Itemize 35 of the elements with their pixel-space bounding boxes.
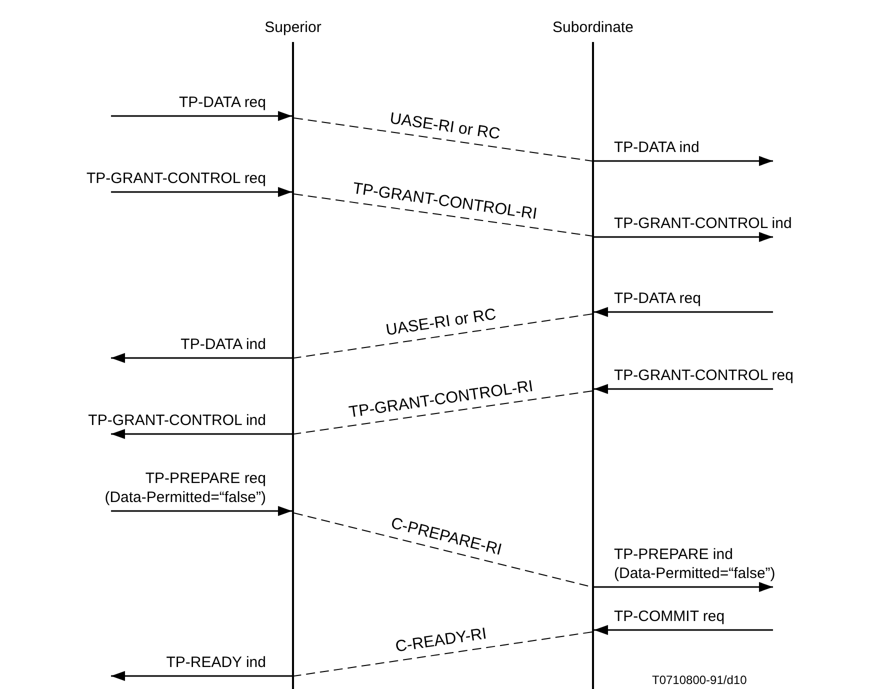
edge-label: UASE-RI or RC (388, 110, 502, 144)
arrow (111, 429, 292, 439)
edge-label: TP-DATA req (614, 289, 701, 308)
arrow (111, 111, 292, 121)
edge-label: C-READY-RI (394, 626, 488, 657)
arrow (111, 671, 292, 681)
connector-line (294, 194, 592, 236)
arrow (594, 582, 773, 592)
arrow (594, 384, 773, 394)
arrow (111, 353, 292, 363)
arrow (111, 506, 292, 516)
lifeline-heading: Superior (264, 19, 322, 36)
connector-line (294, 632, 592, 676)
lifeline-heading: Subordinate (552, 19, 634, 36)
arrow (111, 187, 292, 197)
arrow (594, 307, 773, 317)
edge-label: TP-GRANT-CONTROL req (614, 366, 794, 385)
arrow (594, 156, 773, 166)
connector-line (294, 390, 592, 434)
connector-line (294, 314, 592, 358)
edge-label: TP-DATA req (179, 93, 266, 112)
connector-line (294, 118, 592, 162)
arrow (594, 625, 773, 635)
edge-label: TP-DATA ind (614, 138, 700, 157)
edge-label: TP-GRANT-CONTROL ind (88, 411, 266, 430)
edge-label: TP-GRANT-CONTROL req (86, 169, 266, 188)
figure-id: T0710800-91/d10 (652, 673, 747, 687)
edge-label: TP-PREPARE ind (Data-Permitted=“false”) (614, 545, 776, 583)
edge-label: TP-GRANT-CONTROL ind (614, 214, 792, 233)
edge-label: TP-COMMIT req (614, 607, 725, 626)
edge-label: TP-DATA ind (180, 335, 266, 354)
edge-label: UASE-RI or RC (384, 306, 498, 340)
arrow (594, 232, 773, 242)
edge-label: TP-READY ind (166, 653, 266, 672)
edge-label: TP-PREPARE req (Data-Permitted=“false”) (104, 469, 266, 507)
